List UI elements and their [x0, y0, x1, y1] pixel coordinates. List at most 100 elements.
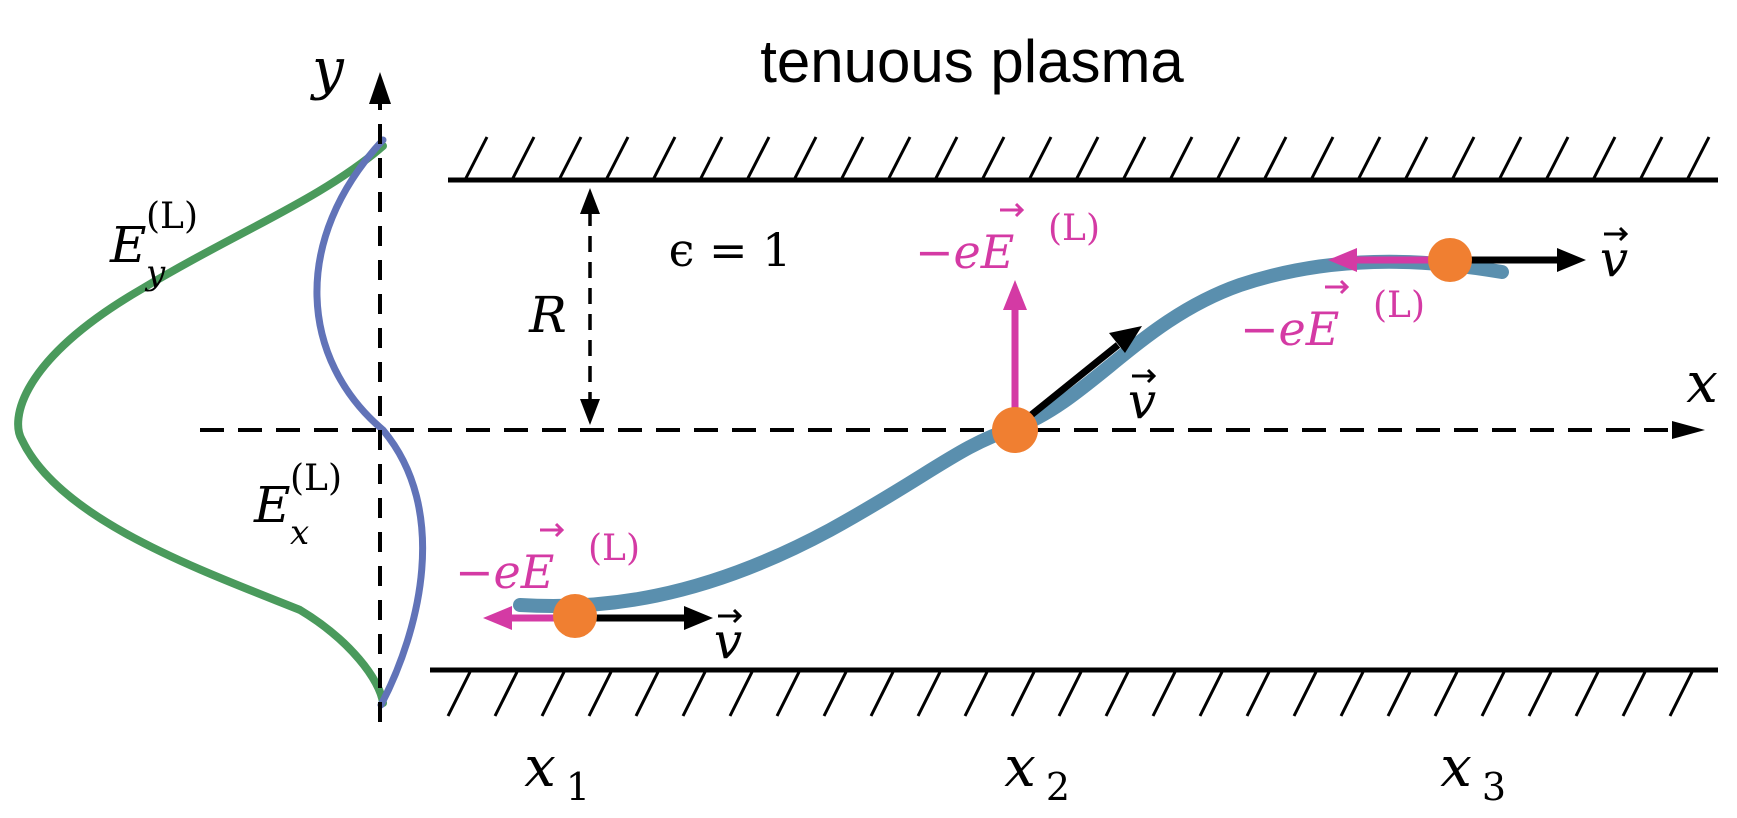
hatch-line [557, 136, 583, 181]
hatch-line [980, 136, 1006, 181]
hatch-line [604, 136, 630, 181]
hatch-line [1339, 671, 1365, 717]
radius-arrowhead-top [580, 188, 600, 214]
electron-2 [992, 407, 1038, 453]
top-wall-hatching [463, 136, 1711, 181]
ex-subscript: x [290, 513, 309, 553]
hatch-line [1450, 136, 1476, 181]
svg-text:x: x [524, 735, 556, 800]
top-wall [448, 136, 1718, 183]
bottom-wall [430, 667, 1718, 717]
hatch-line [1386, 671, 1412, 717]
svg-text:−eE: −eE [1240, 302, 1339, 356]
ey-main: E [109, 216, 147, 274]
hatch-line [869, 671, 895, 717]
hatch-line [1215, 136, 1241, 181]
velocity-label-1: v [714, 608, 742, 670]
hatch-line [1574, 671, 1600, 717]
radius-arrowhead-bottom [580, 399, 600, 425]
position-label-x3: x 3 [1440, 735, 1506, 809]
velocity-label-2: v [1128, 368, 1156, 430]
hatch-line [1245, 671, 1271, 717]
svg-text:(L): (L) [1048, 208, 1100, 249]
hatch-line [839, 136, 865, 181]
title-text: tenuous plasma [760, 28, 1184, 95]
ex-field-label: E x (L) [253, 458, 342, 553]
ey-subscript: y [144, 253, 166, 293]
svg-text:−eE: −eE [915, 225, 1014, 279]
ey-field-profile-curve [14, 142, 387, 707]
radius-label: R [528, 286, 567, 344]
hatch-line [587, 671, 613, 717]
force-label-2: −eE (L) [915, 202, 1100, 279]
y-axis-label: y [309, 37, 345, 102]
svg-text:(L): (L) [588, 528, 640, 569]
hatch-line [540, 671, 566, 717]
ex-field-profile-curve [313, 136, 427, 709]
svg-text:x: x [1440, 735, 1472, 800]
svg-text:x: x [290, 513, 309, 553]
svg-text:(L): (L) [290, 458, 342, 499]
svg-text:y: y [144, 253, 166, 293]
position-label-x2: x 2 [1004, 735, 1070, 809]
y-axis-arrowhead [369, 72, 391, 104]
hatch-line [651, 136, 677, 181]
hatch-line [745, 136, 771, 181]
svg-text:3: 3 [1482, 765, 1506, 809]
hatch-line [1104, 671, 1130, 717]
x-axis-arrowhead [1672, 421, 1705, 439]
hatch-line [1262, 136, 1288, 181]
ex-superscript: (L) [290, 458, 342, 499]
hatch-line [1309, 136, 1335, 181]
hatch-line [1010, 671, 1036, 717]
hatch-line [1057, 671, 1083, 717]
hatch-line [1527, 671, 1553, 717]
electron-3 [1428, 238, 1472, 282]
velocity-label-3: v [1600, 226, 1628, 288]
hatch-line [728, 671, 754, 717]
svg-text:v: v [1128, 372, 1156, 430]
hatch-line [1591, 136, 1617, 181]
ey-field-label: E y (L) [109, 196, 198, 293]
svg-text:−eE: −eE [455, 545, 554, 599]
force-label-1: −eE (L) [455, 522, 640, 599]
svg-text:E: E [109, 216, 147, 274]
hatch-line [1621, 671, 1647, 717]
hatch-line [886, 136, 912, 181]
svg-text:E: E [253, 476, 291, 534]
hatch-line [1074, 136, 1100, 181]
permittivity-label: ϵ = 1 [669, 223, 792, 277]
hatch-line [1403, 136, 1429, 181]
hatch-line [1638, 136, 1664, 181]
hatch-line [775, 671, 801, 717]
hatch-line [1685, 136, 1711, 181]
hatch-line [963, 671, 989, 717]
hatch-line [1544, 136, 1570, 181]
hatch-line [1151, 671, 1177, 717]
svg-text:1: 1 [566, 765, 590, 809]
hatch-line [463, 136, 489, 181]
hatch-line [933, 136, 959, 181]
hatch-line [446, 671, 472, 717]
hatch-line [1121, 136, 1147, 181]
hatch-line [1292, 671, 1318, 717]
svg-text:x: x [1004, 735, 1036, 800]
hatch-line [1168, 136, 1194, 181]
hatch-line [1027, 136, 1053, 181]
hatch-line [792, 136, 818, 181]
hatch-line [1668, 671, 1694, 717]
hatch-line [1433, 671, 1459, 717]
hatch-line [681, 671, 707, 717]
svg-text:(L): (L) [146, 196, 198, 237]
hatch-line [916, 671, 942, 717]
hatch-line [822, 671, 848, 717]
x-axis-label: x [1686, 351, 1718, 416]
svg-text:(L): (L) [1373, 285, 1425, 326]
force-label-3: −eE (L) [1240, 279, 1425, 356]
bottom-wall-hatching [446, 671, 1694, 717]
svg-text:v: v [1600, 230, 1628, 288]
hatch-line [493, 671, 519, 717]
ex-main: E [253, 476, 291, 534]
hatch-line [698, 136, 724, 181]
